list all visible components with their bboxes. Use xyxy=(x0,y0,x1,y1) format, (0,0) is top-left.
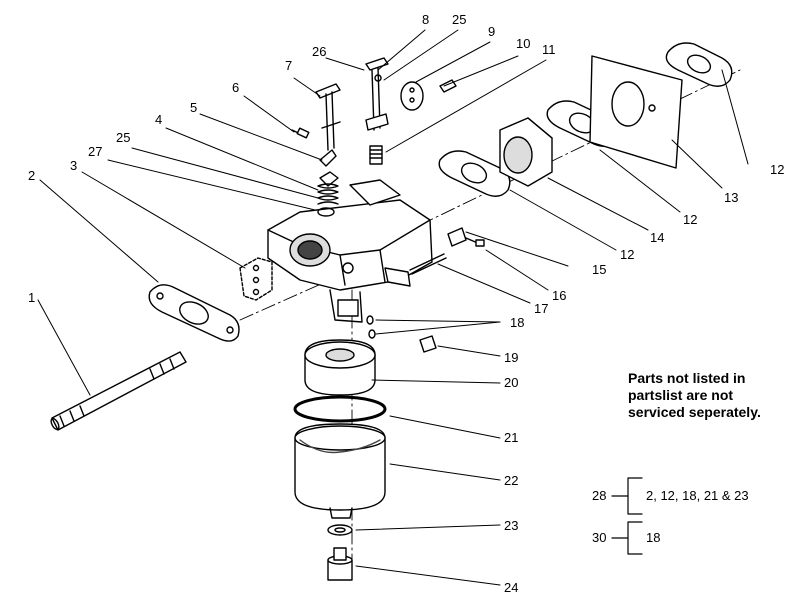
callout-25-left: 25 xyxy=(116,130,130,145)
callout-27: 27 xyxy=(88,144,102,159)
kit-contents-30: 18 xyxy=(646,530,660,545)
callout-7: 7 xyxy=(285,58,292,73)
parts-note-line-1: Parts not listed in xyxy=(628,370,746,386)
part-ring-21 xyxy=(293,395,387,423)
part-nut-24 xyxy=(327,547,353,581)
callout-22: 22 xyxy=(504,473,518,488)
part-choke-shaft-8 xyxy=(365,57,389,131)
part-screw-19 xyxy=(419,335,437,353)
part-throttle-shaft-7 xyxy=(315,83,341,151)
callout-9: 9 xyxy=(488,24,495,39)
part-needle-17 xyxy=(409,253,447,275)
part-gasket-12c xyxy=(665,42,733,87)
part-screw-15-16 xyxy=(447,227,485,247)
part-choke-plate-9 xyxy=(400,81,424,111)
part-idle-screw-stack xyxy=(317,171,339,217)
part-stud xyxy=(50,351,187,431)
callout-6: 6 xyxy=(232,80,239,95)
part-insulator-14 xyxy=(499,117,553,187)
callout-12-low: 12 xyxy=(620,247,634,262)
callout-23: 23 xyxy=(504,518,518,533)
parts-note-line-3: serviced seperately. xyxy=(628,404,761,420)
callout-21: 21 xyxy=(504,430,518,445)
part-washer-23 xyxy=(327,524,353,536)
part-screw-6 xyxy=(291,127,310,139)
callout-12-right: 12 xyxy=(770,162,784,177)
part-plate-3 xyxy=(239,257,273,301)
kit-number-30: 30 xyxy=(592,530,606,545)
parts-note-line-2: partslist are not xyxy=(628,387,734,403)
callout-11: 11 xyxy=(542,42,556,57)
callout-19: 19 xyxy=(504,350,518,365)
part-float-20 xyxy=(304,339,376,396)
callout-8: 8 xyxy=(422,12,429,27)
callout-labels: 1 2 3 4 5 6 7 8 9 10 11 12 13 12 12 14 1… xyxy=(28,12,784,595)
callout-12-mid: 12 xyxy=(683,212,697,227)
kit-contents-28: 2, 12, 18, 21 & 23 xyxy=(646,488,749,503)
callout-17: 17 xyxy=(534,301,548,316)
callout-3: 3 xyxy=(70,158,77,173)
part-clip-5 xyxy=(319,149,337,167)
part-bowl-22 xyxy=(294,423,386,519)
callout-1: 1 xyxy=(28,290,35,305)
callout-24: 24 xyxy=(504,580,518,595)
assembly-axis xyxy=(239,69,741,321)
part-plate-13 xyxy=(589,55,683,169)
part-gasket-2 xyxy=(148,284,240,342)
callout-25-top: 25 xyxy=(452,12,466,27)
callout-5: 5 xyxy=(190,100,197,115)
callout-18: 18 xyxy=(510,315,524,330)
part-carburetor-body xyxy=(267,179,433,323)
callout-13: 13 xyxy=(724,190,738,205)
callout-14: 14 xyxy=(650,230,664,245)
callout-4: 4 xyxy=(155,112,162,127)
kit-brackets xyxy=(611,477,643,555)
parts-note: Parts not listed in partslist are not se… xyxy=(628,370,798,421)
kit-table: 28 2, 12, 18, 21 & 23 30 18 xyxy=(592,488,749,545)
callout-16: 16 xyxy=(552,288,566,303)
callout-26: 26 xyxy=(312,44,326,59)
callout-15: 15 xyxy=(592,262,606,277)
part-gasket-12a xyxy=(438,150,511,197)
part-washer-23-hole xyxy=(334,527,346,533)
kit-number-28: 28 xyxy=(592,488,606,503)
part-fitting-11 xyxy=(369,145,383,165)
callout-20: 20 xyxy=(504,375,518,390)
callout-2: 2 xyxy=(28,168,35,183)
leader-lines xyxy=(37,29,749,586)
callout-10: 10 xyxy=(516,36,530,51)
part-oring-18 xyxy=(366,315,376,339)
